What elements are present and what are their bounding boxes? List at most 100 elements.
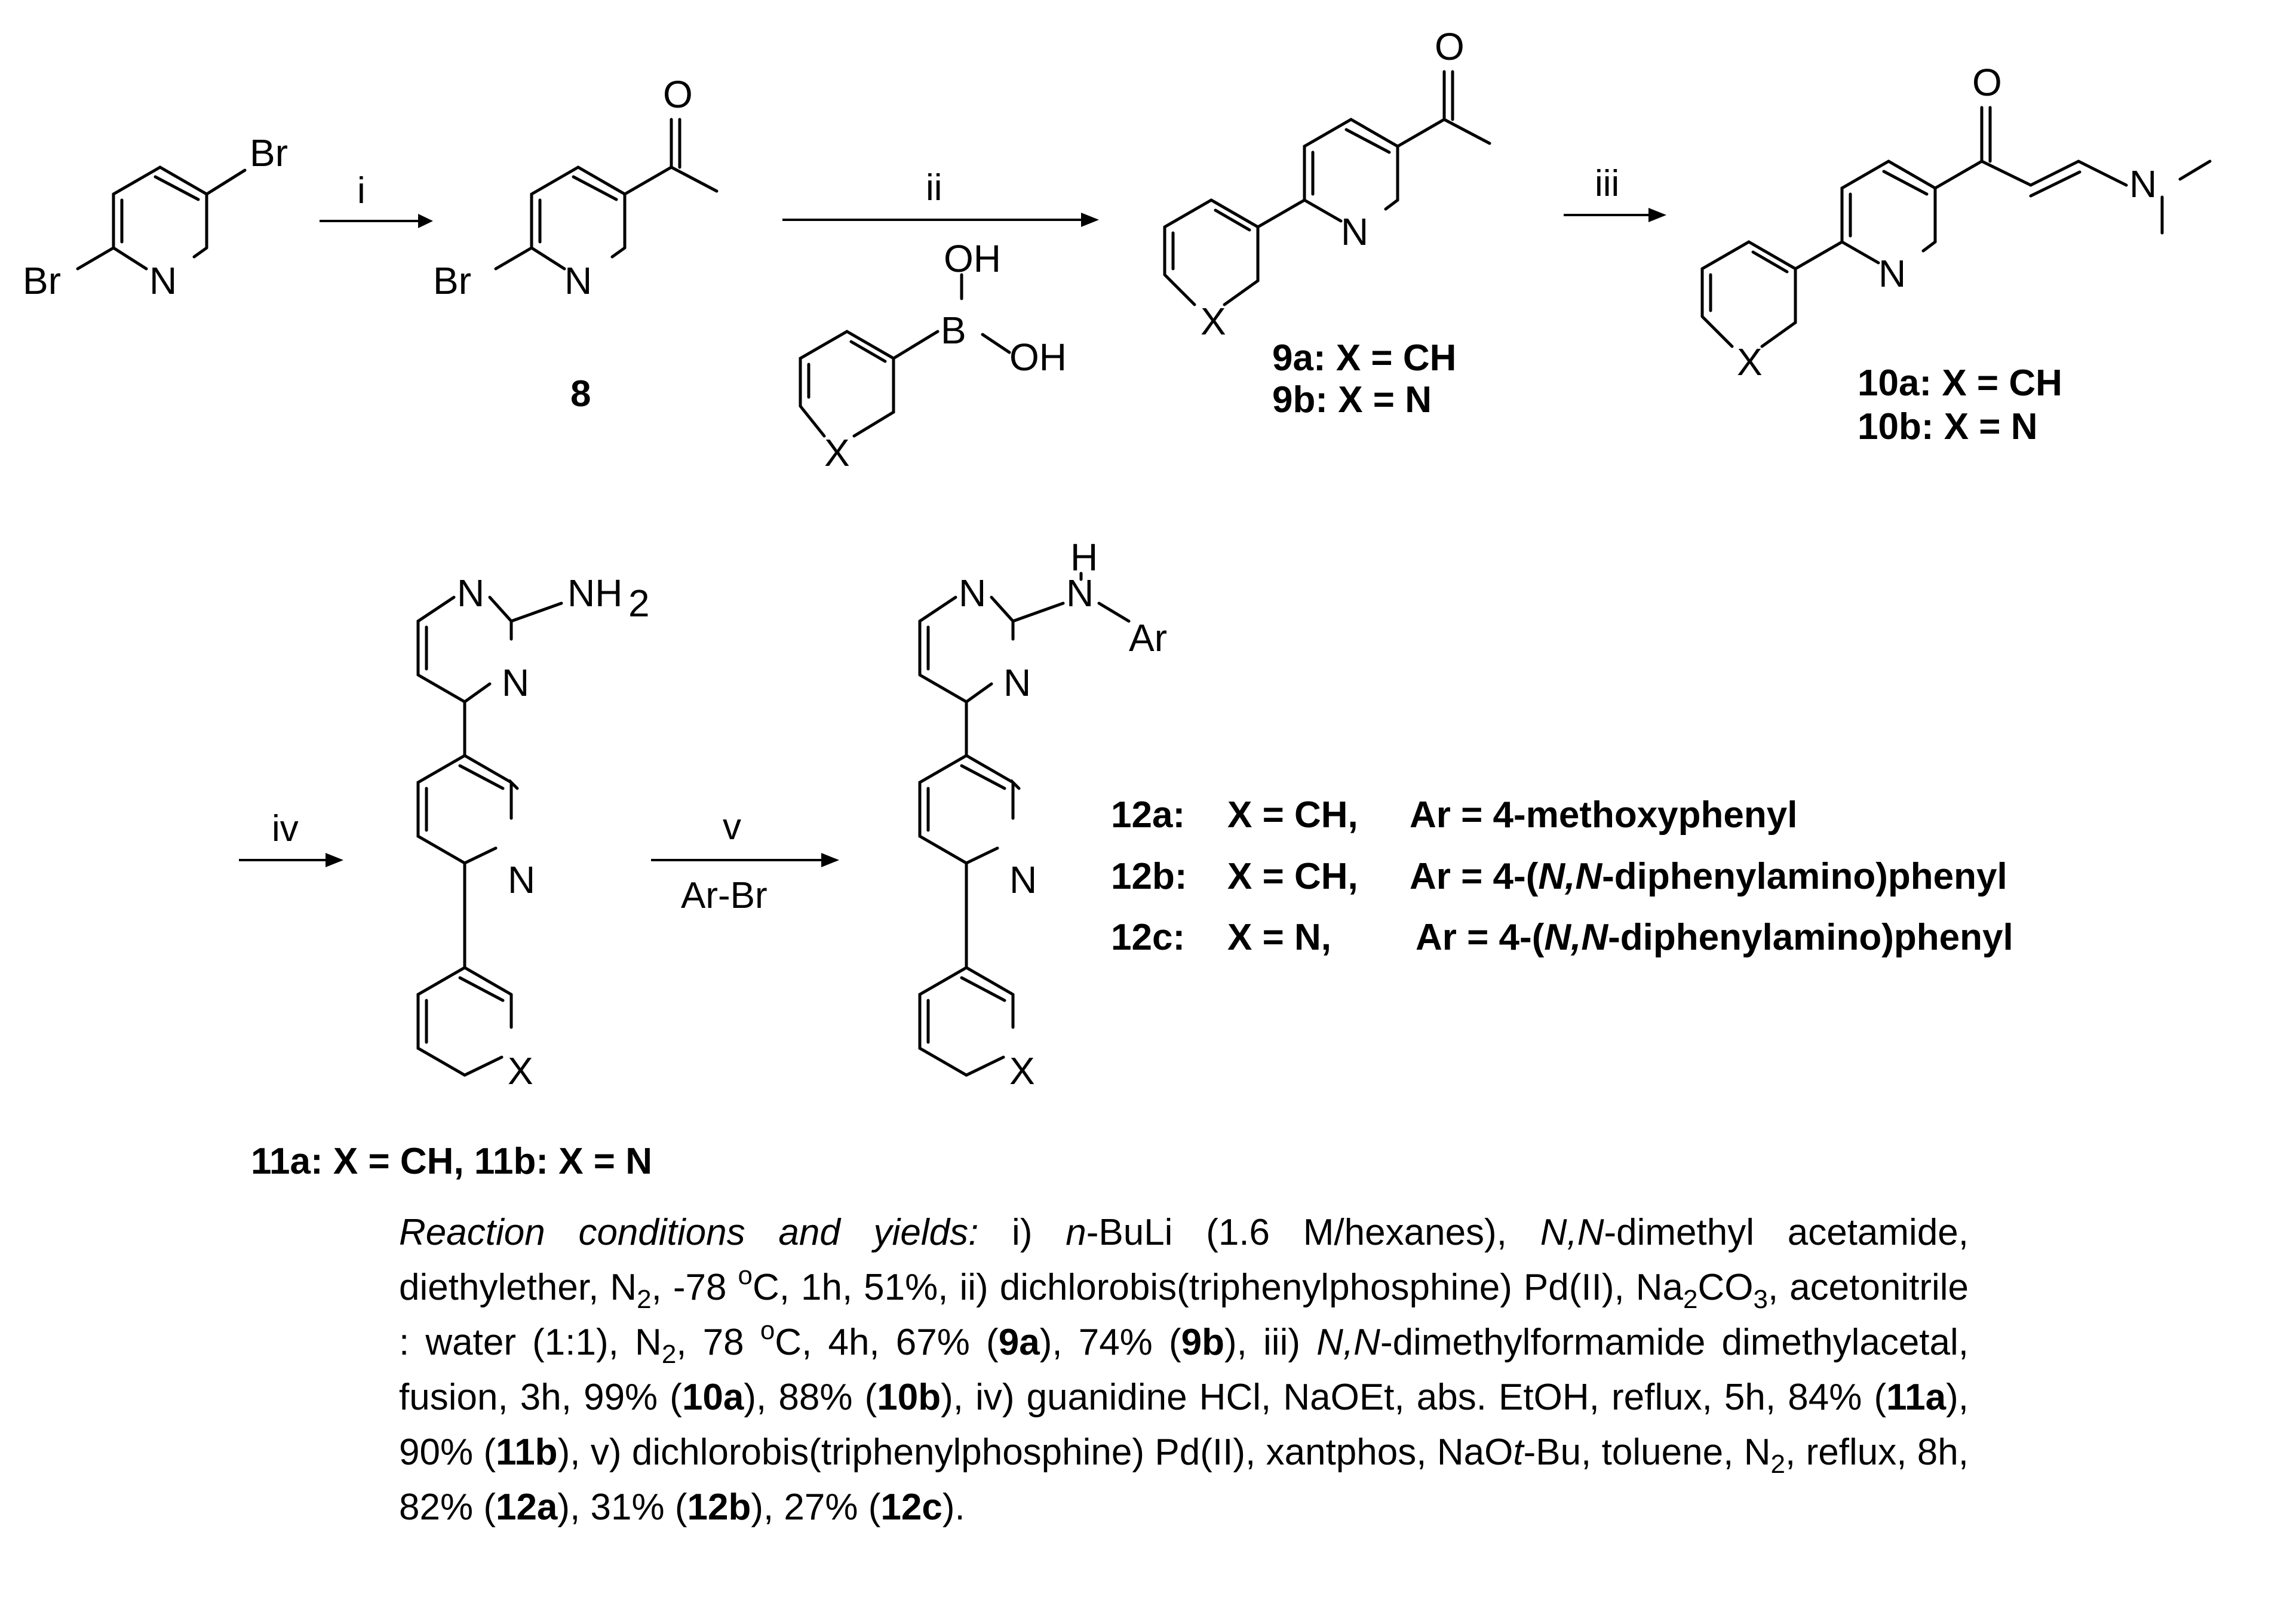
arrow-step-ii: ii xyxy=(782,167,1099,227)
phenyl-ring-bonds xyxy=(416,861,513,1077)
legend-ar: Ar = 4-methoxyphenyl xyxy=(1410,794,1797,836)
atom-oh: OH xyxy=(944,237,1001,280)
legend-ar-italic: N,N xyxy=(1538,856,1602,897)
pyridine-ring-bonds xyxy=(918,700,1021,865)
arrow-step-iii: iii xyxy=(1564,163,1666,222)
atom-nh: NH xyxy=(567,572,622,615)
atom-n: N xyxy=(508,858,535,901)
compound-ref: 12a xyxy=(495,1487,558,1528)
reagent-label: v xyxy=(723,806,741,848)
compound-aryl-boronic-acid: X B OH OH xyxy=(799,237,1067,474)
text: , 78 xyxy=(676,1322,760,1363)
text: t xyxy=(1513,1432,1524,1473)
atom-n: N xyxy=(149,259,177,302)
text: C, 1h, 51%, ii) dichlorobis(triphenylpho… xyxy=(752,1267,1683,1308)
text: -Bu, toluene, N xyxy=(1523,1432,1771,1473)
ring-bonds xyxy=(530,165,627,271)
text: ), 88% ( xyxy=(744,1377,877,1418)
atom-o: O xyxy=(1972,61,2002,104)
compound-label-10b: 10b: X = N xyxy=(1858,406,2038,447)
enaminone-bonds xyxy=(1933,106,2212,235)
legend-x: X = N, xyxy=(1227,917,1331,958)
arrow-step-iv: iv xyxy=(239,808,343,867)
legend-ar: -diphenylamino)phenyl xyxy=(1602,856,2007,897)
compound-ref: 12b xyxy=(687,1487,751,1528)
bond-to-br xyxy=(494,246,533,271)
legend-ar: Ar = 4-( xyxy=(1416,917,1545,958)
atom-h: H xyxy=(1070,536,1098,579)
compound-ref: 9b xyxy=(1181,1322,1224,1363)
atom-x: X xyxy=(1201,300,1226,343)
compound-ref: 10a xyxy=(681,1377,744,1418)
superscript: o xyxy=(738,1261,753,1290)
atom-x: X xyxy=(1009,1049,1035,1092)
text: -dimethylformamide dimethylacetal, fusio… xyxy=(399,1322,1969,1418)
compound-11: N N NH 2 N X 11a: X = CH, 11b: X = N xyxy=(251,572,652,1182)
ring-bonds xyxy=(799,330,895,438)
pyrimidine-ring-bonds xyxy=(416,595,563,704)
atom-x: X xyxy=(508,1049,533,1092)
text: ), iii) xyxy=(1224,1322,1317,1363)
compound-10: O N N X 10a: X = CH 10b: X = N xyxy=(1700,61,2212,447)
compound-label-11: 11a: X = CH, 11b: X = N xyxy=(251,1141,652,1182)
atom-subscript-2: 2 xyxy=(628,582,650,625)
text: ). xyxy=(942,1487,965,1528)
atom-br: Br xyxy=(23,259,61,302)
atom-n: N xyxy=(2129,162,2157,205)
arrow-head xyxy=(1081,213,1099,227)
arrow-head xyxy=(821,853,839,867)
phenyl-ring-bonds xyxy=(918,861,1015,1077)
text: CO xyxy=(1697,1267,1754,1308)
text: ), iv) guanidine HCl, NaOEt, abs. EtOH, … xyxy=(941,1377,1887,1418)
subscript: 2 xyxy=(1683,1285,1698,1314)
text: ), 90% ( xyxy=(399,1377,1969,1473)
subscript: 2 xyxy=(661,1340,677,1369)
legend-12c: 12c: X = N, Ar = 4-(N,N-diphenylamino)ph… xyxy=(1111,917,2013,958)
bond-to-br2 xyxy=(76,246,115,271)
arrow-step-v: v Ar-Br xyxy=(651,806,839,916)
legend-12a: 12a: X = CH, Ar = 4-methoxyphenyl xyxy=(1111,794,1797,836)
atom-oh: OH xyxy=(1009,336,1067,379)
subscript: 2 xyxy=(1770,1450,1785,1479)
phenyl-ring-bonds xyxy=(1700,240,1797,348)
pyridine-ring-bonds xyxy=(1794,159,1937,271)
atom-n: N xyxy=(564,259,592,302)
atom-x: X xyxy=(824,431,850,474)
legend-ar: -diphenylamino)phenyl xyxy=(1608,917,2013,958)
text: N,N xyxy=(1316,1322,1380,1363)
text: ), 31% ( xyxy=(557,1487,687,1528)
compound-dibromopyridine: Br Br N xyxy=(23,131,288,302)
reagent-label: iii xyxy=(1595,163,1619,204)
boron-bonds xyxy=(892,273,1011,360)
legend-id: 12c: xyxy=(1111,917,1185,958)
compound-label-8: 8 xyxy=(570,373,591,415)
text: ), 27% ( xyxy=(751,1487,881,1528)
text: ), 74% ( xyxy=(1039,1322,1181,1363)
atom-b: B xyxy=(941,309,966,352)
reaction-conditions: Reaction conditions and yields: i) n-BuL… xyxy=(399,1205,1969,1535)
arrow-head xyxy=(1648,208,1666,222)
subscript: 2 xyxy=(637,1285,652,1314)
superscript: o xyxy=(760,1316,775,1345)
subscript: 3 xyxy=(1753,1285,1768,1314)
atom-n: N xyxy=(1003,661,1031,704)
atom-n: N xyxy=(1341,210,1368,253)
pyridine-ring-bonds xyxy=(1256,118,1399,229)
text: ), v) dichlorobis(triphenylphosphine) Pd… xyxy=(557,1432,1513,1473)
text: , reflux, 8h, 82% ( xyxy=(399,1432,1969,1528)
legend-id: 12b: xyxy=(1111,856,1187,897)
acetyl-bonds xyxy=(623,118,719,196)
compound-label-10a: 10a: X = CH xyxy=(1858,363,2062,404)
atom-n: N xyxy=(502,661,529,704)
reagent-label: iv xyxy=(272,808,299,849)
text: n xyxy=(1066,1212,1086,1253)
acetyl-bonds xyxy=(1396,70,1491,148)
compound-9: O N X 9a: X = CH 9b: X = N xyxy=(1163,25,1491,420)
arrow-head xyxy=(326,853,343,867)
compound-ref: 9a xyxy=(998,1322,1040,1363)
atom-n: N xyxy=(1878,252,1906,295)
text: N,N xyxy=(1540,1212,1604,1253)
compound-8: O Br N 8 xyxy=(433,73,719,415)
reagent-label: i xyxy=(357,170,366,211)
atom-ar: Ar xyxy=(1129,616,1167,659)
